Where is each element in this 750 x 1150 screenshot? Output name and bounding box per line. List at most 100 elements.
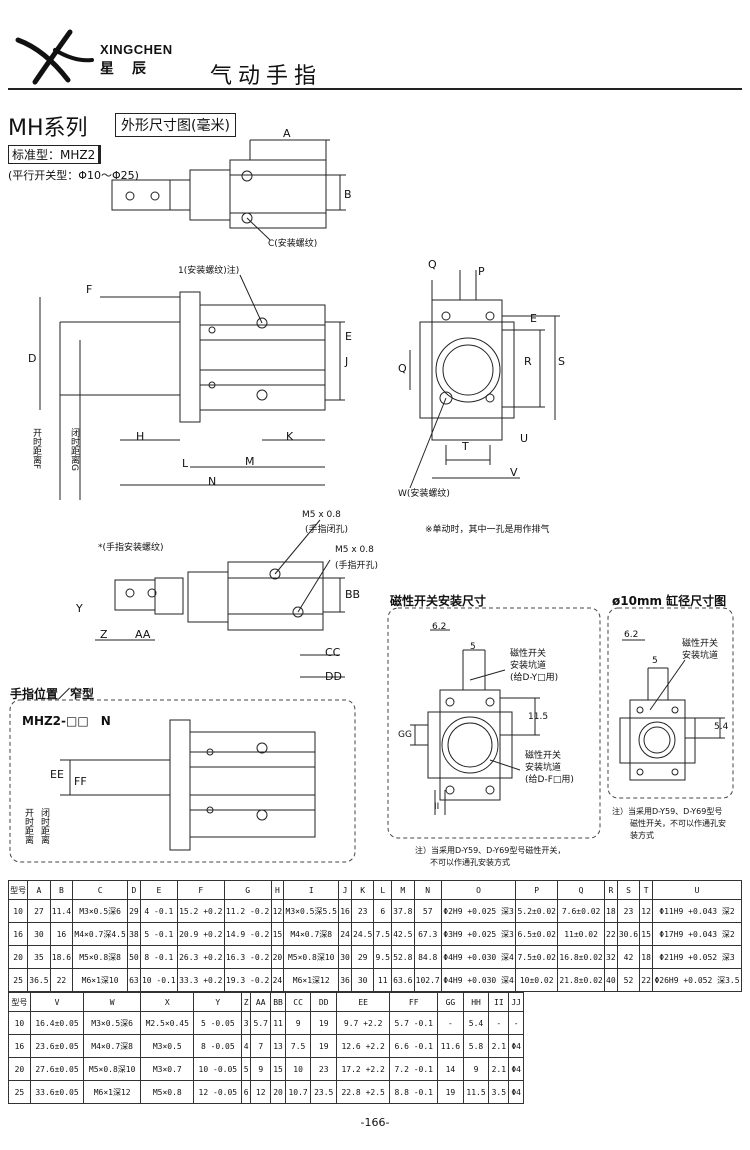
bore-note-2: 磁性开关，不可以作通孔安 (630, 819, 726, 828)
table-cell: 23 (350, 899, 375, 923)
dim-q: Q (398, 362, 407, 375)
dim-m: M (245, 455, 255, 468)
dim-dd: DD (325, 670, 342, 683)
dim-ff: FF (74, 775, 87, 788)
table-header-cell: N (413, 880, 442, 900)
open-distance-2: 开时距离 (23, 808, 33, 844)
dim-u: U (520, 432, 529, 445)
table-header-cell: G (223, 880, 272, 900)
table-cell: 7.2 -0.1 (389, 1057, 439, 1081)
finger-mount-label: *(手指安装螺纹) (98, 543, 164, 553)
mount1-label: 1(安装螺纹)注) (178, 266, 240, 276)
table-cell: 84.8 (413, 945, 442, 969)
table-header-cell: EE (336, 992, 391, 1012)
dim-z: Z (100, 628, 108, 641)
table-cell: 35 (27, 945, 51, 969)
table-cell: M6×1深12 (83, 1080, 142, 1104)
table-cell: 10 (7, 899, 29, 923)
side-view (409, 270, 560, 489)
bore-5-4: 5.4 (714, 722, 729, 732)
table-cell: 18 (639, 945, 653, 969)
dimension-title: 外形尺寸图(毫米) (115, 113, 236, 137)
table-cell: 15.2 +0.2 (176, 899, 225, 923)
table-cell: 9.5 (373, 945, 393, 969)
mhz2-n-label: MHZ2-□□ N (22, 714, 111, 728)
table-cell: Φ4H9 +0.030 深4 (440, 945, 517, 969)
table-cell: M4×0.7深8 (283, 922, 340, 946)
table-header-cell: 型号 (7, 880, 29, 900)
table-cell: 10 -0.1 (139, 968, 178, 992)
table-cell: M5×0.8 (140, 1080, 195, 1104)
mag-slot-f-3: (给D-F□用) (525, 775, 574, 785)
table-cell: 42 (616, 945, 641, 969)
dim-q-top: Q (428, 258, 437, 271)
mag-note-2: 不可以作通孔安装方式 (430, 858, 510, 867)
m6-label: M5 x 0.8 (335, 545, 374, 555)
finger-position-box (9, 699, 356, 863)
table-cell: 11.6 (437, 1034, 464, 1058)
table-cell: 5 (241, 1057, 252, 1081)
table-cell: 9 (250, 1057, 272, 1081)
mag-11-5: 11.5 (528, 712, 549, 722)
table-cell: 14 (437, 1057, 464, 1081)
table-cell: 3 (241, 1011, 252, 1035)
table-cell: 13 (270, 1034, 286, 1058)
table-cell: M5×0.8深10 (283, 945, 340, 969)
table-cell: 30.6 (616, 922, 641, 946)
table-header-cell: C (72, 880, 129, 900)
table-cell: 63 (127, 968, 141, 992)
table-cell: M3×0.5 (140, 1034, 195, 1058)
table-cell: - (437, 1011, 464, 1035)
table-cell: 19 (310, 1011, 338, 1035)
table-cell: 50 (127, 945, 141, 969)
table-cell: 36 (338, 968, 352, 992)
table-cell: 11.5 (462, 1080, 490, 1104)
table-cell: Φ4 (508, 1080, 524, 1104)
table-cell: 20 (8, 1057, 31, 1081)
table-cell: Φ4 (508, 1034, 524, 1058)
bore-5: 5 (652, 656, 658, 666)
table-cell: 12 (639, 899, 653, 923)
table-cell: Φ21H9 +0.052 深3 (652, 945, 742, 969)
table-cell: 42.5 (391, 922, 415, 946)
table-cell: 2.1 (488, 1034, 510, 1058)
table-cell: 16.3 -0.2 (223, 945, 272, 969)
table-cell: 23.5 (310, 1080, 338, 1104)
table-cell: 4 (241, 1034, 252, 1058)
table-cell: 15 (270, 922, 285, 946)
table-cell: 8.8 -0.1 (389, 1080, 439, 1104)
table-header-cell: II (488, 992, 510, 1012)
table-cell: 29 (127, 899, 141, 923)
table-cell: 16 (49, 922, 74, 946)
mag-note-1: 注）当采用D-Y59、D-Y69型号磁性开关， (415, 846, 566, 855)
table-cell: 7.5±0.02 (515, 945, 559, 969)
table-header-cell: BB (270, 992, 286, 1012)
table-cell: 25 (7, 968, 29, 992)
table-cell: 15 (270, 1057, 286, 1081)
table-header-cell: FF (389, 992, 439, 1012)
table-cell: 11 (270, 1011, 286, 1035)
dim-y: Y (76, 602, 83, 615)
finger-position-title: 手指位置／窄型 (10, 687, 95, 701)
table-cell: 10 -0.05 (193, 1057, 243, 1081)
table-cell: 21.8±0.02 (557, 968, 605, 992)
table-header-cell: E (139, 880, 178, 900)
table-header-cell: AA (250, 992, 272, 1012)
bore-title: ø10mm 缸径尺寸图 (612, 594, 727, 608)
table-cell: 27 (27, 899, 51, 923)
finger-close-label: (手指闭孔) (305, 525, 349, 535)
table-cell: 8 -0.05 (193, 1034, 243, 1058)
table-cell: 18 (603, 899, 618, 923)
table-cell: 8 -0.1 (139, 945, 178, 969)
table-cell: 15 (639, 922, 653, 946)
dim-n: N (208, 475, 217, 488)
table-header-cell: V (29, 992, 85, 1012)
table-cell: 20 (270, 1080, 286, 1104)
table-cell: Φ3H9 +0.025 深3 (440, 922, 517, 946)
mag-slot-f-2: 安装坑道 (525, 763, 562, 773)
table-header-cell: I (283, 880, 340, 900)
